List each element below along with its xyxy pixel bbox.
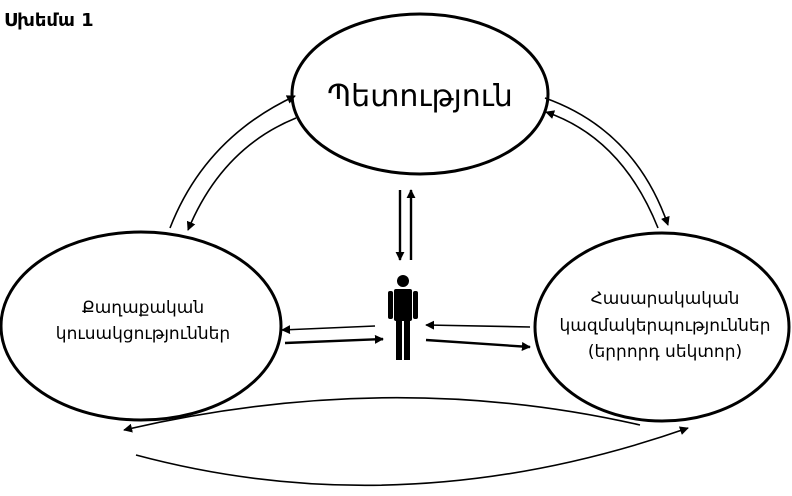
diagram-caption: Սխեմա 1 [4, 10, 94, 31]
arrow-parties-to-person [284, 334, 384, 345]
node-political-parties: Քաղաքական կուսակցություններ [0, 230, 283, 422]
arrow-person-to-civil-society [425, 338, 531, 351]
person-icon [388, 275, 418, 360]
node-state: Պետություն [290, 12, 550, 176]
arrow-civil-society-to-parties [123, 396, 641, 433]
state-label: Պետություն [327, 79, 513, 114]
arrow-civil-society-to-state [545, 110, 659, 229]
arrow-civil-society-to-person [425, 320, 531, 330]
arrow-person-to-parties [281, 325, 376, 335]
parties-label-line1: Քաղաքական [82, 298, 204, 318]
arrow-state-to-parties [186, 117, 297, 231]
civil-society-ellipse [533, 231, 791, 423]
arrow-parties-to-state [169, 95, 296, 229]
arrow-parties-to-civil-society [135, 426, 689, 487]
node-civil-society: Հասարակական կազմակերպություններ (երրորդ … [533, 231, 791, 423]
civil-society-label-line3: (երրորդ սեկտոր) [588, 342, 742, 362]
state-ellipse [290, 12, 550, 176]
civil-society-label-line2: կազմակերպություններ [560, 316, 771, 336]
arrow-state-to-civil-society [544, 97, 670, 226]
parties-label-line2: կուսակցություններ [56, 324, 230, 344]
parties-ellipse [0, 230, 283, 422]
civil-society-label-line1: Հասարակական [591, 289, 740, 309]
